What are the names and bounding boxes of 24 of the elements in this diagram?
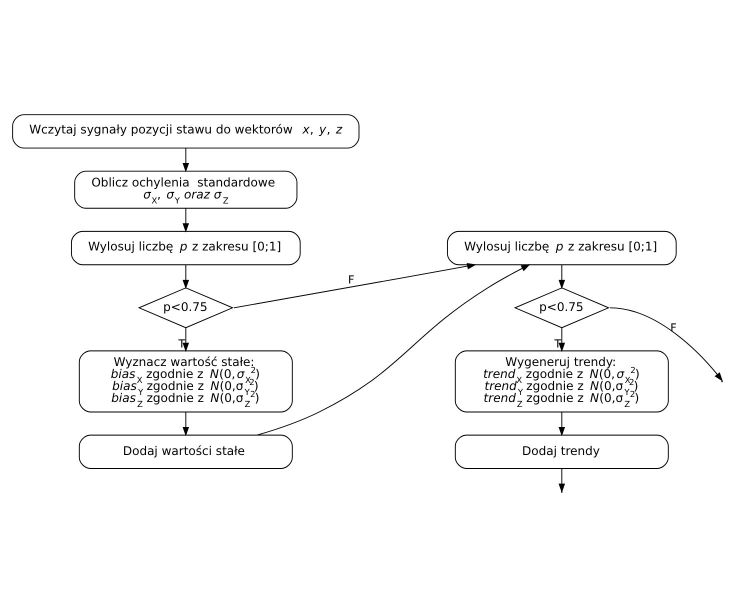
node-box: Dodaj trendy [454,434,669,469]
arrow [558,327,566,352]
node-box: Wylosuj liczbę p z zakresu [0;1] [446,230,677,266]
node-box: Wygeneruj trendy: trend$_{X}$ zgodnie z N(0,σ$_{X}$$^{2}$) trend$_{Y}$ zgodnie z N(0,σ$_{Y}$$^{2}$) trend$_{Z}$ zgodnie z N(0,σ$_{Z}$$^{2}$) [454,350,669,412]
node-diamond: p<0.75 [138,287,234,328]
arrow [234,262,476,308]
edge-label: F [670,321,677,334]
node-box: Wyznacz wartość stałe: bias$_{X}$ zgodnie z N(0,σ$_{X}$$^{2}$) bias$_{Y}$ zgodnie z N(0,σ$_{Y}$$^{2}$) bias$_{Z}$ zgodnie z N(0,σ$_{Z}$$^{2}$) [78,350,293,412]
edge-label: T [178,338,186,351]
arrow [182,148,190,172]
node-box: Oblicz ochylenia standardowe σ$_{X}$, σ$_{Y}$ oraz σ$_{Z}$ [74,170,298,209]
node-box: Dodaj wartości stałe [78,434,293,469]
edge-label: T [554,338,562,351]
arrow [182,327,190,352]
arrow [558,264,566,290]
node-box: Wylosuj liczbę p z zakresu [0;1] [70,230,301,266]
arrow [256,264,530,436]
arrow [182,264,190,290]
node-box: Wczytaj sygnały pozycji stawu do wektorów x, y, z [12,114,360,148]
arrow [182,412,190,436]
arrow [558,412,566,436]
edge-label: F [348,273,354,286]
arrow [182,208,190,232]
node-diamond: p<0.75 [514,287,610,328]
